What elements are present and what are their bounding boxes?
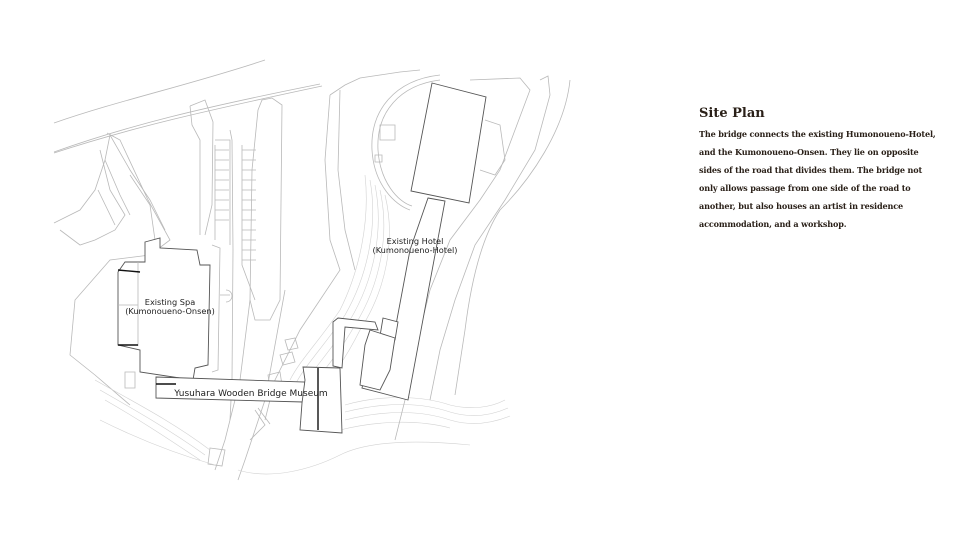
spa-label-line2: (Kumonoueno-Onsen) bbox=[125, 306, 215, 316]
contour-lines bbox=[94, 174, 511, 475]
hotel-building bbox=[359, 82, 487, 401]
hotel-label-line2: (Kumonoueno-Hotel) bbox=[373, 245, 458, 255]
upper-road bbox=[53, 59, 323, 154]
left-terrace-buildings bbox=[53, 99, 214, 406]
spa-label-line1: Existing Spa bbox=[145, 297, 195, 307]
central-road bbox=[207, 89, 356, 481]
description-text: The bridge connects the existing Humonou… bbox=[699, 129, 936, 229]
bridge-museum-label: Yusuhara Wooden Bridge Museum bbox=[173, 389, 327, 399]
section-title: Site Plan bbox=[699, 106, 765, 121]
parking-area bbox=[214, 97, 283, 421]
site-plan-description: Site Plan The bridge connects the existi… bbox=[699, 106, 939, 233]
hotel-grounds bbox=[329, 69, 571, 441]
hotel-label-line1: Existing Hotel bbox=[387, 236, 444, 246]
small-structures bbox=[249, 337, 299, 441]
bridge-museum-building bbox=[155, 317, 379, 434]
spa-building bbox=[117, 237, 233, 389]
